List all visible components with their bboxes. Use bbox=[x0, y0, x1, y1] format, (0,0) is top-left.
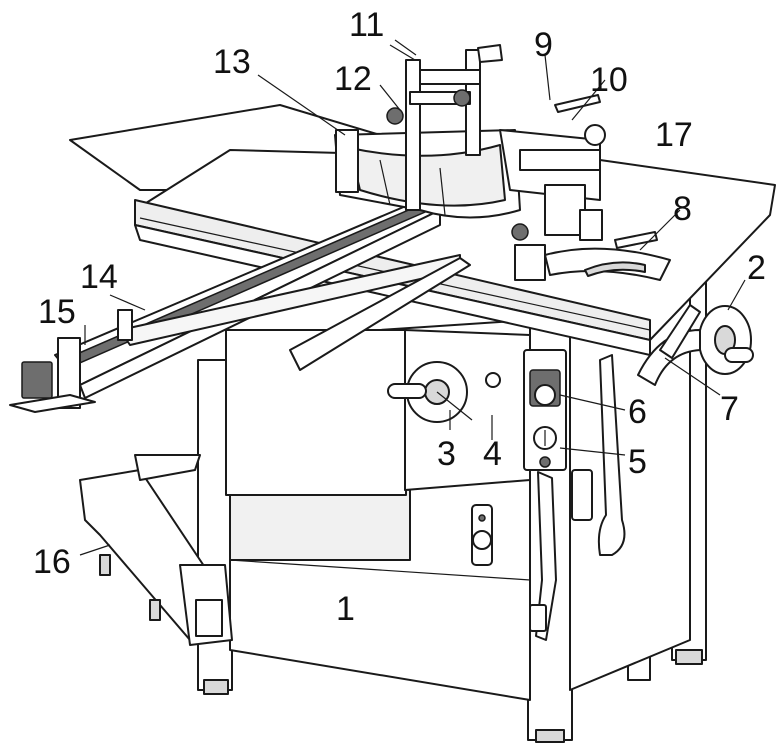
sliding-carriage bbox=[9, 199, 471, 413]
callout-16: 16 bbox=[33, 543, 71, 581]
callout-5: 5 bbox=[628, 443, 647, 481]
front-handwheel bbox=[387, 361, 501, 423]
side-handwheel bbox=[637, 304, 754, 386]
callout-13: 13 bbox=[213, 43, 251, 81]
callout-15: 15 bbox=[38, 293, 76, 331]
callout-4: 4 bbox=[483, 435, 502, 473]
callout-9: 9 bbox=[534, 26, 553, 64]
callout-2: 2 bbox=[747, 249, 766, 287]
leader-lines bbox=[79, 39, 746, 556]
hold-down-posts bbox=[386, 44, 503, 211]
callout-1: 1 bbox=[336, 590, 355, 628]
support-arm bbox=[79, 454, 233, 646]
callout-6: 6 bbox=[628, 393, 647, 431]
callout-11: 11 bbox=[349, 6, 385, 44]
callout-14: 14 bbox=[80, 258, 118, 296]
callout-7: 7 bbox=[720, 390, 739, 428]
callout-17: 17 bbox=[655, 116, 693, 154]
door-latch bbox=[471, 504, 493, 566]
callout-10: 10 bbox=[590, 61, 628, 99]
callout-12: 12 bbox=[334, 60, 372, 98]
control-panel bbox=[523, 349, 567, 471]
callout-8: 8 bbox=[673, 190, 692, 228]
callout-3: 3 bbox=[437, 435, 456, 473]
feed-unit bbox=[499, 94, 671, 281]
